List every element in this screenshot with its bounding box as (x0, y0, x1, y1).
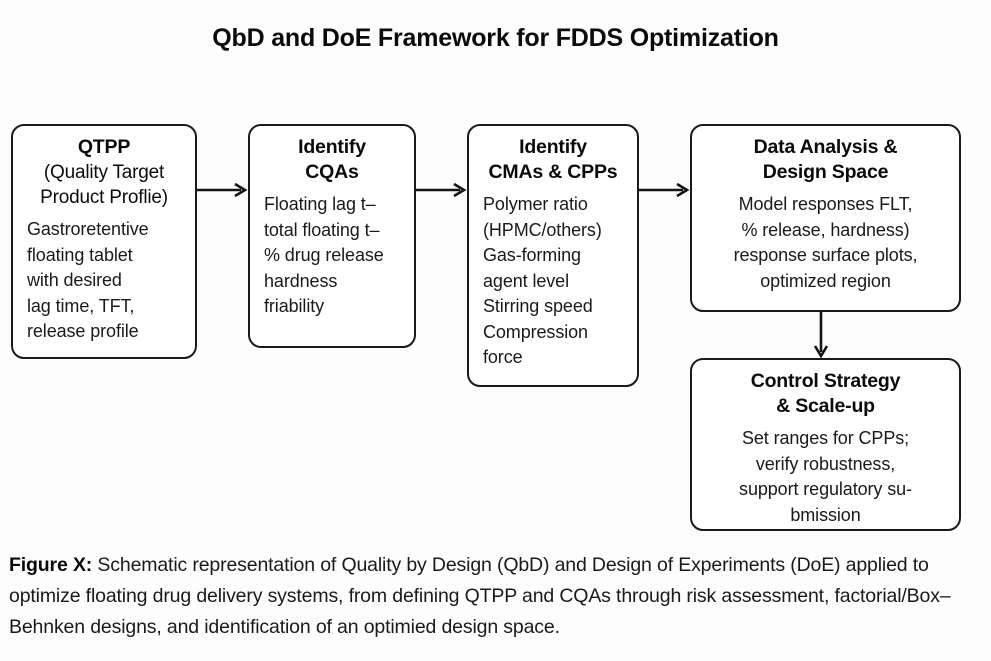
figure-caption-label: Figure X: (9, 554, 93, 576)
node-identify-cmas-cpps: Identify CMAs & CPPs Polymer ratio (HPMC… (467, 124, 639, 387)
figure-caption: Figure X: Schematic representation of Qu… (9, 550, 967, 643)
arrow-down-icon-data-analysis-to-control-strategy (813, 312, 829, 359)
node-identify-cqas-heading: Identify CQAs (298, 136, 366, 183)
node-data-analysis-design-space: Data Analysis & Design Space Model respo… (690, 124, 961, 312)
node-identify-cqas-body: Floating lag t– total floating t– % drug… (264, 194, 384, 316)
node-control-strategy-scale-up: Control Strategy & Scale-up Set ranges f… (690, 358, 961, 531)
arrow-right-icon-qtpp-to-cqas (197, 182, 248, 198)
node-data-analysis-design-space-heading: Data Analysis & Design Space (753, 136, 898, 183)
arrow-right-icon-cqas-to-cmas-cpps (416, 182, 467, 198)
node-qtpp: QTPP (Quality Target Product Proflie) Gas… (11, 124, 197, 359)
node-qtpp-subheading: (Quality Target Product Proflie) (40, 162, 168, 208)
node-qtpp-heading: QTPP (Quality Target Product Proflie) (23, 135, 185, 210)
node-control-strategy-scale-up-heading: Control Strategy & Scale-up (750, 370, 901, 417)
arrow-right-icon-cmas-cpps-to-data-analysis (639, 182, 690, 198)
node-control-strategy-scale-up-body: Set ranges for CPPs; verify robustness, … (739, 428, 912, 525)
node-data-analysis-design-space-body: Model responses FLT, % release, hardness… (733, 194, 918, 291)
node-identify-cqas: Identify CQAs Floating lag t– total floa… (248, 124, 416, 348)
figure-caption-text: Schematic representation of Quality by D… (9, 554, 951, 638)
node-qtpp-heading-main: QTPP (77, 136, 131, 158)
node-identify-cmas-cpps-heading: Identify CMAs & CPPs (488, 136, 618, 183)
node-qtpp-body: Gastroretentive floating tablet with des… (27, 219, 149, 341)
figure-title: QbD and DoE Framework for FDDS Optimizat… (212, 24, 779, 52)
node-identify-cmas-cpps-body: Polymer ratio (HPMC/others) Gas-forming … (483, 194, 602, 367)
